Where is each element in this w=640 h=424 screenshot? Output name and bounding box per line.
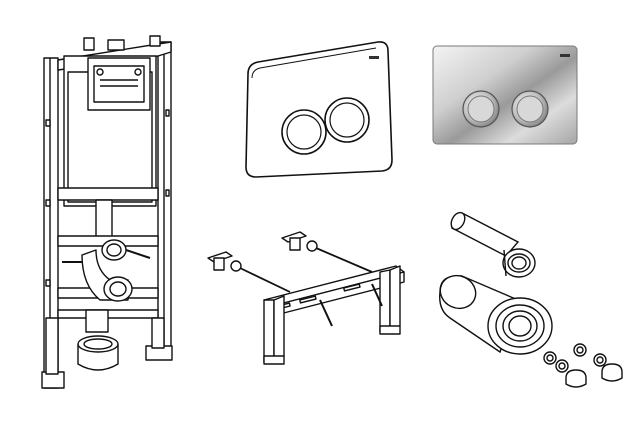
mounting-bracket-set bbox=[207, 231, 405, 365]
fittings bbox=[543, 343, 623, 388]
connection-pipes-and-fittings bbox=[439, 211, 623, 388]
flush-plate-chrome bbox=[432, 45, 578, 145]
coupling-ring bbox=[77, 335, 119, 371]
flush-plate-white bbox=[245, 41, 393, 178]
installation-frame bbox=[41, 35, 173, 389]
